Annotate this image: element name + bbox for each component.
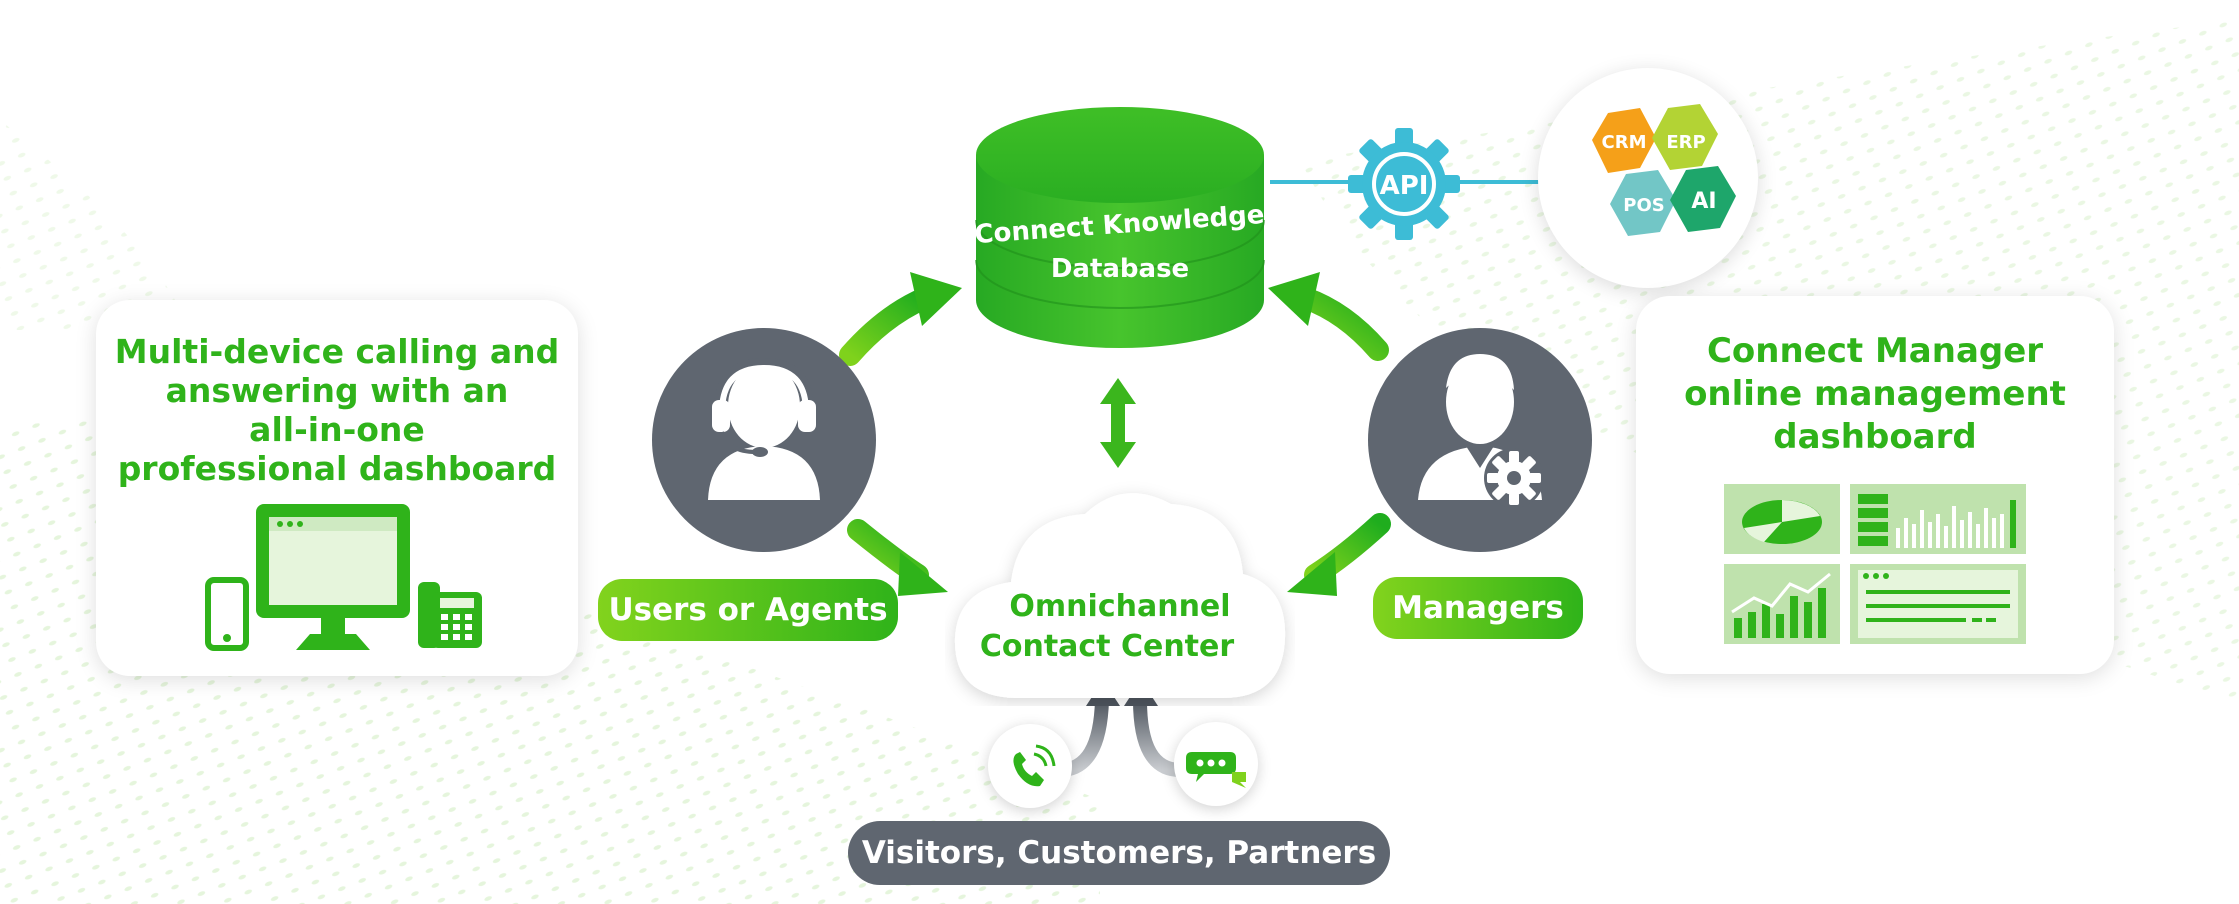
cloud-title-line2: Contact Center — [980, 629, 1235, 664]
crm-hex: CRM — [1592, 108, 1656, 173]
svg-text:ERP: ERP — [1666, 132, 1705, 153]
omnichannel-cloud: Omnichannel Contact Center — [954, 493, 1286, 698]
pos-hex: POS — [1610, 170, 1676, 236]
arrow-users-to-cloud — [847, 519, 948, 596]
phone-icon — [418, 582, 482, 648]
database-title-line2: Database — [1051, 254, 1189, 284]
integrations-circle: CRM ERP POS AI — [1538, 68, 1758, 288]
arrow-managers-to-database — [1268, 272, 1389, 361]
manager-gear-icon — [1418, 354, 1544, 508]
desktop-icon — [256, 504, 410, 650]
api-label: API — [1380, 171, 1429, 201]
ai-hex: AI — [1670, 166, 1736, 232]
arrow-managers-to-cloud — [1287, 513, 1391, 596]
managers-label: Managers — [1373, 577, 1583, 639]
users-agents-circle — [652, 328, 876, 552]
mobile-icon — [205, 577, 249, 651]
bar-chart-icon — [1850, 484, 2026, 554]
svg-text:CRM: CRM — [1602, 132, 1647, 153]
arrow-users-to-database — [839, 272, 962, 366]
headset-agent-icon — [708, 357, 820, 500]
visitors-label: Visitors, Customers, Partners — [848, 821, 1390, 885]
chat-icon — [1186, 752, 1246, 788]
voice-call-icon — [1013, 744, 1056, 787]
line-chart-icon — [1724, 564, 1840, 644]
arrow-database-cloud-bidirectional — [1100, 378, 1136, 468]
agent-dashboard-title: Multi-device calling and answering with … — [114, 332, 560, 488]
devices-illustration — [205, 504, 482, 651]
dashboard-thumbnails — [1724, 484, 2026, 644]
manager-dashboard-card: Connect Manager online management dashbo… — [1636, 296, 2114, 674]
agent-dashboard-card: Multi-device calling and answering with … — [96, 300, 578, 676]
table-list-icon — [1850, 564, 2026, 644]
svg-text:POS: POS — [1623, 195, 1664, 216]
api-gear-icon: API — [1348, 128, 1460, 240]
cloud-title-line1: Omnichannel — [1009, 589, 1230, 624]
manager-dashboard-title: Connect Manager online management dashbo… — [1684, 331, 2066, 457]
managers-circle — [1368, 328, 1592, 552]
voice-channel-bubble — [988, 724, 1072, 808]
users-agents-label: Users or Agents — [598, 579, 898, 641]
knowledge-database-icon: Connect Knowledge Database — [974, 107, 1265, 348]
pie-chart-icon — [1724, 484, 1840, 554]
erp-hex: ERP — [1652, 104, 1718, 170]
svg-text:AI: AI — [1691, 189, 1716, 214]
chat-channel-bubble — [1174, 722, 1258, 806]
